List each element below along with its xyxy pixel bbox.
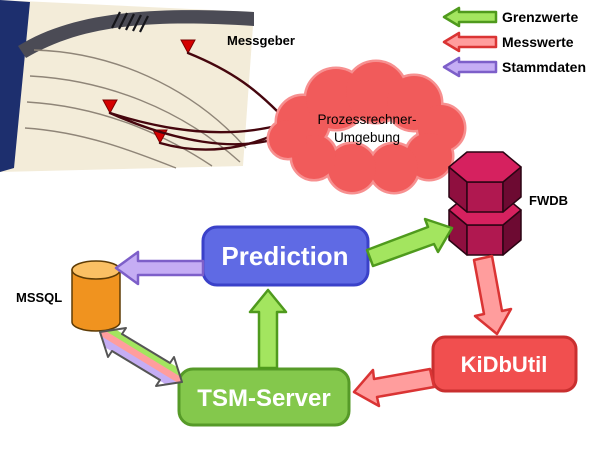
mixed-arrow-mssql-tsm bbox=[99, 327, 183, 387]
grenzwerte-arrow-icon bbox=[442, 6, 498, 28]
messwerte-arrow-kidbutil-tsm bbox=[352, 367, 436, 408]
messwerte-arrow-fwdb-kidbutil bbox=[472, 254, 513, 336]
fwdb-database-icon bbox=[448, 151, 522, 256]
legend-item: Messwerte bbox=[442, 31, 574, 53]
kidbutil-node: KiDbUtil bbox=[431, 335, 578, 393]
dam-illustration bbox=[0, 0, 254, 172]
stammdaten-arrow-prediction-mssql bbox=[114, 250, 205, 286]
fwdb-label: FWDB bbox=[529, 193, 568, 208]
prozessrechner-cloud: Prozessrechner- Umgebung bbox=[266, 59, 467, 195]
sensor-cables bbox=[108, 51, 280, 151]
sensor-marker-icon bbox=[102, 99, 118, 115]
grenzwerte-arrow-prediction-fwdb bbox=[365, 217, 454, 268]
grenzwerte-arrow-tsm-prediction bbox=[248, 288, 288, 370]
tsm-server-node: TSM-Server bbox=[177, 367, 351, 427]
dam-crest bbox=[18, 10, 254, 58]
legend-label-messwerte: Messwerte bbox=[502, 34, 574, 50]
legend-item: Grenzwerte bbox=[442, 6, 578, 28]
dam-hatch-icon bbox=[111, 11, 149, 33]
dam-left-wall bbox=[0, 0, 30, 172]
legend-item: Stammdaten bbox=[442, 56, 586, 78]
legend-label-stammdaten: Stammdaten bbox=[502, 59, 586, 75]
prediction-node: Prediction bbox=[201, 225, 370, 287]
kidbutil-label: KiDbUtil bbox=[461, 352, 548, 377]
cloud-label-line1: Prozessrechner- bbox=[317, 112, 416, 127]
legend-label-grenzwerte: Grenzwerte bbox=[502, 9, 578, 25]
tsm-server-label: TSM-Server bbox=[197, 385, 330, 412]
cloud-label-line2: Umgebung bbox=[334, 130, 400, 145]
messwerte-arrow-icon bbox=[442, 31, 498, 53]
sensor-marker-icon bbox=[180, 39, 196, 55]
mssql-label: MSSQL bbox=[16, 290, 62, 305]
dam-contour-lines bbox=[24, 49, 247, 169]
mssql-database-icon bbox=[71, 260, 121, 332]
messgeber-label: Messgeber bbox=[227, 33, 295, 48]
legend: Grenzwerte Messwerte Stammdaten bbox=[442, 6, 586, 78]
stammdaten-arrow-icon bbox=[442, 56, 498, 78]
prediction-label: Prediction bbox=[221, 241, 348, 271]
